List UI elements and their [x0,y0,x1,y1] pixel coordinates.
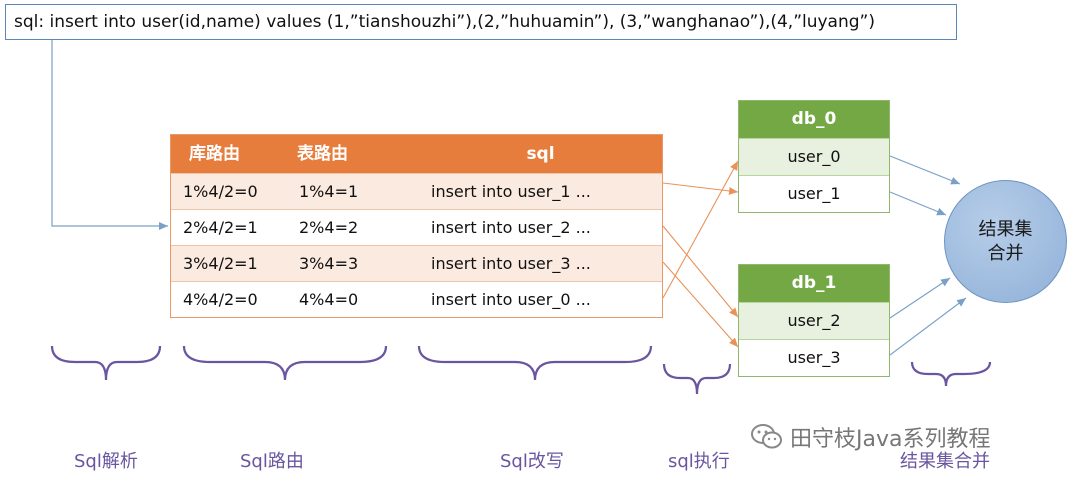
cell-sql: insert into user_0 ... [431,290,591,309]
cell-table-route: 3%4=3 [299,254,359,273]
table-row: 2%4/2=1 2%4=2 insert into user_2 ... [171,209,662,245]
merge-arrow-user0 [889,155,961,185]
route-arrow-user1 [662,182,739,195]
header-sql: sql [526,144,555,164]
merge-label-line2: 合并 [987,242,1024,264]
cell-db-route: 3%4/2=1 [183,254,258,273]
db0-title: db_0 [739,101,889,138]
cell-table-route: 4%4=0 [299,290,359,309]
brace-parse [50,345,162,381]
table-row: 4%4/2=0 4%4=0 insert into user_0 ... [171,281,662,317]
stage-label-merge: 结果集合并 [900,451,990,472]
db1-title: db_1 [739,265,889,302]
db1-table-user3: user_3 [739,339,889,376]
db1-table-user2: user_2 [739,302,889,339]
wechat-icon [751,424,782,449]
database-db1: db_1 user_2 user_3 [738,264,890,377]
merge-arrow-user2 [889,277,951,319]
cell-table-route: 2%4=2 [299,218,359,237]
sql-statement-text: sql: insert into user(id,name) values (1… [14,12,875,32]
stage-label-execute: sql执行 [668,451,730,472]
route-arrow-user2 [662,225,739,318]
watermark-text: 田守枝Java系列教程 [790,427,991,452]
cell-db-route: 4%4/2=0 [183,290,258,309]
merge-arrow-user1 [889,191,947,216]
cell-sql: insert into user_1 ... [431,182,591,201]
cell-db-route: 1%4/2=0 [183,182,258,201]
brace-rewrite [417,345,653,381]
header-table-route: 表路由 [297,144,348,164]
cell-sql: insert into user_2 ... [431,218,591,237]
stage-label-route: Sql路由 [240,451,304,472]
cell-db-route: 2%4/2=1 [183,218,258,237]
merge-label-line1: 结果集 [978,218,1033,240]
cell-sql: insert into user_3 ... [431,254,591,273]
merge-arrow-user3 [889,297,967,356]
sql-statement-box: sql: insert into user(id,name) values (1… [5,4,957,40]
stage-label-parse: Sql解析 [74,451,138,472]
db0-table-user1: user_1 [739,175,889,212]
brace-merge [910,361,992,387]
routing-table: 库路由 表路由 sql 1%4/2=0 1%4=1 insert into us… [170,134,663,318]
db0-table-user0: user_0 [739,138,889,175]
route-arrow-user3 [662,261,739,348]
brace-route [182,345,388,381]
database-db0: db_0 user_0 user_1 [738,100,890,213]
header-db-route: 库路由 [189,144,240,164]
parse-to-route-arrow [51,40,168,230]
routing-table-header: 库路由 表路由 sql [171,135,662,173]
cell-table-route: 1%4=1 [299,182,359,201]
stage-label-rewrite: Sql改写 [500,451,564,472]
watermark: 田守枝Java系列教程 [750,421,990,453]
route-arrow-user0 [662,160,739,299]
table-row: 3%4/2=1 3%4=3 insert into user_3 ... [171,245,662,281]
result-merge-circle: 结果集 合并 [944,180,1067,303]
brace-execute [662,363,732,395]
table-row: 1%4/2=0 1%4=1 insert into user_1 ... [171,173,662,209]
